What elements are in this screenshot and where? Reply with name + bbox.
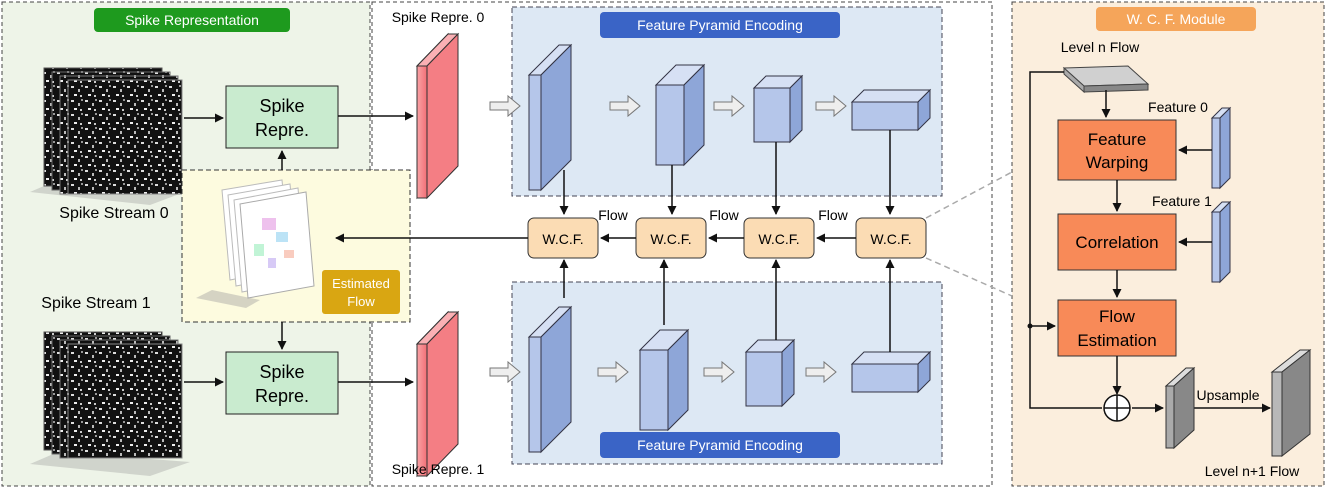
feature-pyramid-bottom-title: Feature Pyramid Encoding	[637, 437, 803, 453]
cube-bottom-1	[527, 305, 573, 454]
cube-bottom-3	[744, 338, 796, 408]
flow-slab-large	[1270, 348, 1312, 458]
level-n1-flow-label: Level n+1 Flow	[1205, 463, 1300, 479]
wcf-module-internals: Level n Flow Feature Warping Correlation…	[1027, 39, 1312, 479]
flow-estimation-line2: Estimation	[1077, 331, 1156, 350]
feature-warping-line1: Feature	[1088, 130, 1147, 149]
level-n-flow-label: Level n Flow	[1061, 39, 1140, 55]
feature-0-cube	[1210, 106, 1232, 190]
spike-repre-1-slab: Spike Repre. 1	[392, 310, 485, 478]
wcf-blocks: W.C.F. W.C.F. W.C.F. W.C.F.	[527, 217, 927, 259]
spike-repre-block-bottom: Spike Repre.	[225, 351, 339, 415]
spike-stream-0-label: Spike Stream 0	[59, 205, 168, 222]
estimated-flow-line1: Estimated	[332, 276, 390, 291]
spike-repre-1-label: Spike Repre. 1	[392, 461, 485, 477]
spike-repre-0-label: Spike Repre. 0	[392, 9, 485, 25]
feature-pyramid-top-tag	[600, 12, 840, 38]
spike-repre-bottom-line2: Repre.	[255, 386, 309, 406]
wcf-label-3: W.C.F.	[758, 231, 799, 247]
spike-repre-top-line1: Spike	[259, 96, 304, 116]
feature-pyramid-top-title: Feature Pyramid Encoding	[637, 17, 803, 33]
spike-stream-0: Spike Stream 0	[30, 67, 190, 222]
wcf-label-1: W.C.F.	[542, 231, 583, 247]
wcf-label-2: W.C.F.	[650, 231, 691, 247]
spike-stream-1: Spike Stream 1	[30, 295, 190, 476]
correlation-label: Correlation	[1075, 233, 1158, 252]
correlation-block	[1057, 213, 1177, 271]
spike-repre-0-slab: Spike Repre. 0	[392, 9, 485, 200]
flow-slab-small	[1164, 366, 1196, 450]
spike-repre-bottom-line1: Spike	[259, 362, 304, 382]
flow-label-3: Flow	[818, 207, 848, 223]
estimated-flow-box: Estimated Flow	[181, 169, 411, 323]
estimated-flow-line2: Flow	[347, 294, 375, 309]
cube-bottom-4	[850, 350, 932, 394]
flow-label-2: Flow	[709, 207, 739, 223]
upsample-label: Upsample	[1196, 387, 1259, 403]
feature-1-label: Feature 1	[1152, 193, 1212, 209]
flow-frames	[221, 179, 315, 299]
spike-stream-1-label: Spike Stream 1	[41, 295, 150, 312]
add-operator-icon	[1103, 394, 1131, 422]
pyramid-top-cubes	[527, 43, 932, 192]
feature-to-wcf-arrows	[559, 130, 895, 352]
feature-warping-line2: Warping	[1086, 153, 1149, 172]
spike-repre-block-top: Spike Repre.	[225, 85, 339, 149]
wcf-module-tag	[1096, 7, 1256, 31]
feature-1-cube	[1210, 200, 1232, 284]
spike-repre-top-line2: Repre.	[255, 120, 309, 140]
cube-top-3	[752, 74, 804, 144]
cube-top-4	[850, 88, 932, 132]
feature-0-label: Feature 0	[1148, 99, 1208, 115]
cube-top-2	[654, 63, 706, 167]
cube-bottom-2	[638, 328, 690, 432]
cube-top-1	[527, 43, 573, 192]
level-n-flow-slab	[1062, 65, 1150, 94]
pyramid-bottom-cubes	[527, 305, 932, 454]
hollow-arrows	[489, 94, 847, 384]
spike-representation-title: Spike Representation	[125, 12, 259, 28]
wcf-label-4: W.C.F.	[870, 231, 911, 247]
flow-label-1: Flow	[598, 207, 628, 223]
estimated-flow-tag	[322, 270, 400, 314]
feature-pyramid-bottom-tag	[600, 432, 840, 458]
flow-estimation-line1: Flow	[1099, 307, 1136, 326]
spike-representation-tag	[94, 8, 290, 32]
wcf-module-title: W. C. F. Module	[1127, 11, 1226, 27]
